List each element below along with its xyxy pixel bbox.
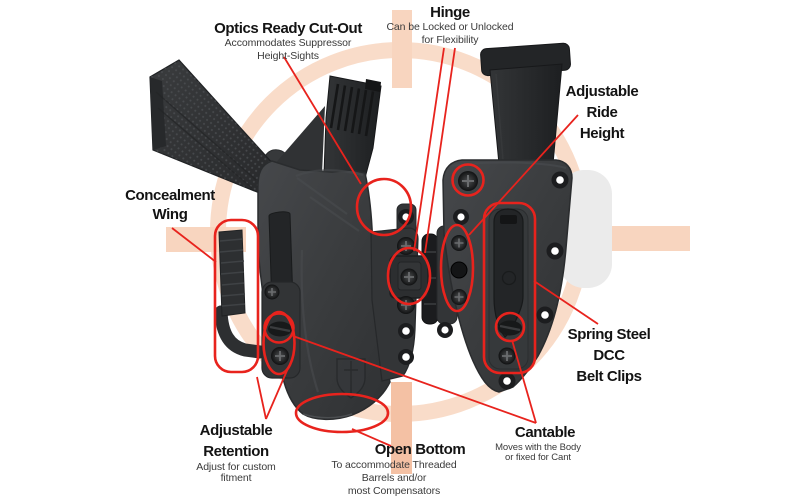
watermark-top-tick (392, 10, 412, 88)
label-cantable-sub1: Moves with the Body (495, 442, 581, 453)
label-open-bottom-sub2: Barrels and/or (361, 472, 427, 484)
label-hinge-sub2: for Flexibility (421, 34, 479, 46)
label-open-bottom-sub3: most Compensators (347, 485, 441, 497)
label-spring-steel-line2: DCC (593, 347, 625, 364)
label-concealment-wing: Concealment Wing (125, 186, 215, 224)
annotation-rect-right-belt-clip (482, 201, 537, 375)
leader-retention-2 (265, 365, 290, 420)
slide-serrations (329, 83, 375, 137)
rear-sight (365, 79, 381, 92)
label-retention: Adjustable Retention Adjust for custom f… (196, 420, 276, 484)
label-ride-height: Adjustable Ride Height (566, 81, 639, 144)
label-hinge: Hinge Can be Locked or Unlocked for Flex… (386, 4, 513, 47)
hardware (264, 171, 569, 390)
leader-retention-1 (256, 376, 267, 420)
label-optics: Optics Ready Cut-Out Accommodates Suppre… (214, 20, 362, 63)
label-open-bottom-title: Open Bottom (374, 441, 466, 458)
label-concealment-wing-line2: Wing (152, 206, 188, 223)
phillips-screws (264, 171, 516, 365)
label-cantable-sub2: or fixed for Cant (505, 451, 571, 463)
leader-ride-height (468, 114, 579, 236)
cant-wing-screw-left (268, 321, 292, 337)
label-retention-sub1: Adjust for custom (196, 461, 276, 473)
watermark-bottom-tick (391, 382, 412, 474)
label-retention-sub2: fitment (220, 472, 252, 484)
leader-hinge-1 (413, 47, 445, 252)
annotation-oval-ride-height (439, 223, 475, 313)
label-concealment-wing-line1: Concealment (125, 187, 215, 204)
annotation-oval-hinge (386, 246, 432, 306)
pistol-slide (323, 75, 382, 179)
label-cantable-subs: Moves with the Body or fixed for Cant (495, 443, 581, 462)
label-hinge-sub1: Can be Locked or Unlocked (386, 21, 514, 33)
label-open-bottom-subs: To accommodate Threaded Barrels and/or m… (331, 459, 456, 498)
eyelets (398, 171, 569, 390)
annotation-circle-optics-cutout (355, 177, 413, 237)
annotation-oval-retention-screws (262, 310, 296, 376)
label-spring-steel: Spring Steel DCC Belt Clips (568, 324, 651, 387)
label-optics-title: Optics Ready Cut-Out (214, 20, 362, 37)
label-spring-steel-line1: Spring Steel (567, 326, 651, 343)
label-spring-steel-line3: Belt Clips (576, 368, 642, 385)
label-ride-height-line3: Height (579, 125, 625, 142)
watermark-letter-shape (560, 170, 612, 288)
label-optics-sub1: Accommodates Suppressor (224, 37, 352, 49)
clip-logo-emboss (501, 270, 517, 286)
annotation-leader-lines (171, 47, 599, 447)
leader-open-bottom (351, 428, 392, 447)
shield-logo-emboss (336, 358, 366, 399)
leader-hinge-2 (424, 47, 456, 254)
concealment-wing (214, 229, 267, 359)
label-optics-sub2: Height-Sights (257, 50, 319, 62)
pistol-grip (149, 59, 276, 195)
label-hinge-title: Hinge (430, 4, 470, 21)
rubber-spacer (450, 261, 468, 279)
wing-ribs (219, 238, 246, 307)
label-open-bottom-sub1: To accommodate Threaded (331, 459, 457, 471)
annotation-circle-right-cant-screw (494, 311, 526, 343)
label-retention-line1: Adjustable (199, 422, 273, 439)
magazine (480, 42, 571, 165)
annotation-rect-concealment-wing (213, 218, 260, 374)
leader-optics (283, 56, 362, 185)
label-retention-line2: Retention (203, 443, 269, 460)
annotation-ellipse-open-bottom (294, 392, 390, 434)
open-bottom-lip (302, 413, 353, 419)
holster-molding-lines (295, 169, 364, 393)
grip-base-pad (150, 77, 166, 150)
label-ride-height-line2: Ride (586, 104, 618, 121)
leader-cantable-left (292, 335, 537, 424)
label-ride-height-line1: Adjustable (565, 83, 639, 100)
cant-wing-screw-right (498, 320, 522, 336)
annotations (213, 163, 537, 434)
label-cantable-title: Cantable (514, 424, 576, 441)
annotation-circle-top-screw (451, 163, 485, 197)
left-holster-assembly (149, 59, 419, 421)
leader-cantable-right (511, 339, 537, 424)
leader-spring-steel (533, 280, 599, 325)
leader-concealment-wing (171, 227, 217, 263)
